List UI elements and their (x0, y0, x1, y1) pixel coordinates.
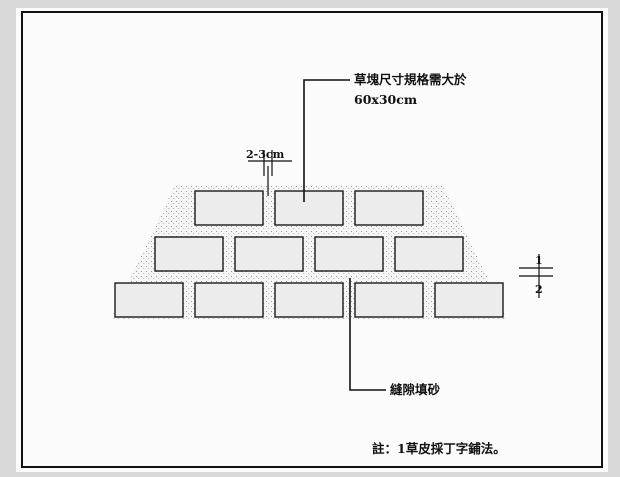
spec-label-line2: 60x30cm (354, 92, 417, 107)
turf-block-top-2 (274, 190, 344, 226)
turf-block-top-1 (194, 190, 264, 226)
drawing-frame (21, 11, 603, 468)
turf-block-bottom-3 (274, 282, 344, 318)
turf-block-middle-4 (394, 236, 464, 272)
turf-block-bottom-1 (114, 282, 184, 318)
sand-leader-line (349, 278, 386, 391)
turf-block-bottom-2 (194, 282, 264, 318)
side-dim-top: 1 (535, 254, 543, 267)
note-text: 註：1草皮採丁字鋪法。 (372, 441, 506, 456)
turf-block-middle-2 (234, 236, 304, 272)
side-dimension (519, 254, 553, 298)
turf-block-top-3 (354, 190, 424, 226)
joint-gap-dimension (248, 150, 292, 196)
turf-block-middle-3 (314, 236, 384, 272)
spec-leader-line (303, 79, 350, 202)
sand-label: 縫隙填砂 (390, 382, 441, 397)
turf-block-middle-1 (154, 236, 224, 272)
turf-blocks (114, 190, 504, 318)
turf-block-bottom-5 (434, 282, 504, 318)
side-dim-bottom: 2 (535, 283, 543, 296)
turf-block-bottom-4 (354, 282, 424, 318)
joint-gap-label: 2-3cm (246, 148, 285, 161)
spec-label-line1: 草塊尺寸規格需大於 (354, 72, 467, 87)
